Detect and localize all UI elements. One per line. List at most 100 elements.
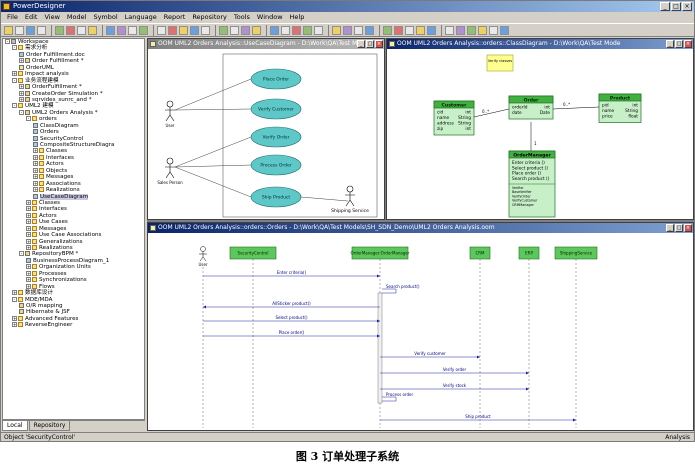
- tree-node[interactable]: +Realizations: [3, 245, 144, 251]
- class-name[interactable]: Order: [524, 97, 540, 103]
- tab-repository[interactable]: Repository: [28, 421, 71, 431]
- tree-node[interactable]: OrderUML: [3, 64, 144, 71]
- toolbar-button-46[interactable]: [478, 25, 487, 35]
- collapse-icon[interactable]: -: [12, 45, 17, 51]
- expand-icon[interactable]: +: [26, 270, 31, 276]
- expand-icon[interactable]: +: [19, 96, 24, 102]
- expand-icon[interactable]: +: [19, 58, 24, 64]
- close-button[interactable]: ×: [684, 224, 692, 232]
- tree-node[interactable]: +Realizations: [3, 187, 144, 193]
- collapse-icon[interactable]: -: [5, 39, 10, 44]
- class-header[interactable]: [508, 150, 556, 159]
- system-boundary[interactable]: [222, 53, 378, 218]
- attribute-type[interactable]: float: [628, 114, 638, 120]
- toolbar-button-26[interactable]: [270, 25, 279, 35]
- expand-icon[interactable]: +: [12, 315, 17, 321]
- expand-icon[interactable]: +: [19, 84, 24, 90]
- expand-icon[interactable]: +: [26, 238, 31, 244]
- tree-node[interactable]: +Use Cases: [3, 219, 144, 225]
- tree-node[interactable]: +Flows: [3, 283, 144, 290]
- expand-icon[interactable]: +: [33, 167, 38, 173]
- menu-symbol[interactable]: Symbol: [93, 13, 118, 21]
- toolbar-button-18[interactable]: [190, 25, 199, 35]
- attribute-name[interactable]: pid: [602, 103, 609, 109]
- nested-class[interactable]: VerifyCustomer: [512, 199, 538, 203]
- tree-node[interactable]: +Generalizations: [3, 238, 144, 245]
- toolbar-button-47[interactable]: [489, 25, 498, 35]
- maximize-button[interactable]: □: [671, 2, 681, 11]
- toolbar-button-32[interactable]: [332, 25, 341, 35]
- tree-node[interactable]: +OrderFulfillment *: [3, 84, 144, 90]
- collapse-icon[interactable]: -: [12, 103, 17, 109]
- tree-node[interactable]: +Associations: [3, 180, 144, 187]
- toolbar-button-22[interactable]: [230, 25, 239, 35]
- expand-icon[interactable]: +: [26, 212, 31, 218]
- menu-language[interactable]: Language: [124, 13, 157, 21]
- actor-head[interactable]: [200, 246, 206, 252]
- toolbar-button-1[interactable]: [15, 25, 24, 35]
- attribute-type[interactable]: String: [625, 108, 638, 114]
- nested-class[interactable]: BaseVerifier: [512, 190, 532, 194]
- attribute-name[interactable]: date: [512, 110, 522, 116]
- expand-icon[interactable]: +: [26, 245, 31, 250]
- toolbar-button-28[interactable]: [292, 25, 301, 35]
- toolbar-button-17[interactable]: [179, 25, 188, 35]
- close-button[interactable]: ×: [684, 40, 692, 48]
- expand-icon[interactable]: +: [26, 206, 31, 212]
- toolbar-button-13[interactable]: [139, 25, 148, 35]
- tree-node[interactable]: CompositeStructureDiagra: [3, 142, 144, 148]
- toolbar-button-35[interactable]: [365, 25, 374, 35]
- object-label[interactable]: ShippingService: [560, 251, 593, 256]
- toolbar-button-12[interactable]: [128, 25, 137, 35]
- attribute-name[interactable]: orderId: [512, 105, 528, 111]
- toolbar-button-2[interactable]: [26, 25, 35, 35]
- toolbar-button-44[interactable]: [456, 25, 465, 35]
- multiplicity-label[interactable]: 0..*: [482, 109, 489, 114]
- class-header[interactable]: [598, 93, 642, 102]
- tree-node[interactable]: Orders: [3, 129, 144, 135]
- actor-label[interactable]: Shipping Service: [331, 208, 369, 214]
- usecase[interactable]: [250, 126, 302, 148]
- tree-node[interactable]: +Actors: [3, 212, 144, 219]
- toolbar-button-3[interactable]: [37, 25, 46, 35]
- collapse-icon[interactable]: -: [12, 77, 17, 83]
- tree-node[interactable]: O/R mapping: [3, 302, 144, 309]
- operation[interactable]: Search product (): [512, 176, 550, 182]
- max-button[interactable]: □: [366, 40, 374, 48]
- tree-node[interactable]: +CreateOrder Simulation *: [3, 90, 144, 97]
- menu-edit[interactable]: Edit: [24, 13, 38, 21]
- tree-node[interactable]: +Order Fulfillment *: [3, 58, 144, 64]
- toolbar-button-8[interactable]: [88, 25, 97, 35]
- class-name[interactable]: OrderManager: [513, 152, 551, 158]
- menu-help[interactable]: Help: [289, 13, 305, 21]
- toolbar-button-30[interactable]: [314, 25, 323, 35]
- attribute-name[interactable]: address: [437, 121, 455, 127]
- tree-node[interactable]: +Interfaces: [3, 206, 144, 212]
- tree-node[interactable]: +Synchronizations: [3, 277, 144, 283]
- nested-class[interactable]: Verifier: [512, 186, 524, 190]
- attribute-type[interactable]: int: [465, 110, 471, 116]
- usecase-label[interactable]: Place Order: [263, 77, 289, 83]
- tree-node[interactable]: Hibernate & JSF: [3, 309, 144, 315]
- tree-node[interactable]: -Workspace: [3, 39, 144, 45]
- menu-file[interactable]: File: [7, 13, 18, 21]
- collapse-icon[interactable]: -: [19, 109, 24, 115]
- message-label[interactable]: Process order: [386, 392, 413, 397]
- attribute-name[interactable]: price: [602, 114, 613, 120]
- tree-node[interactable]: +数据库设计: [3, 290, 144, 296]
- expand-icon[interactable]: +: [33, 180, 38, 186]
- max-button[interactable]: □: [675, 40, 683, 48]
- toolbar-button-34[interactable]: [354, 25, 363, 35]
- attribute-type[interactable]: Date: [540, 110, 551, 116]
- class-name[interactable]: Customer: [442, 102, 468, 108]
- toolbar-button-43[interactable]: [445, 25, 454, 35]
- toolbar-button-40[interactable]: [416, 25, 425, 35]
- tree-node[interactable]: -RepositoryBPM *: [3, 251, 144, 257]
- usecase[interactable]: [250, 68, 302, 90]
- actor-head[interactable]: [166, 157, 174, 165]
- actor-label[interactable]: Sales Person: [157, 180, 183, 185]
- attribute-type[interactable]: String: [458, 121, 471, 127]
- toolbar-button-33[interactable]: [343, 25, 352, 35]
